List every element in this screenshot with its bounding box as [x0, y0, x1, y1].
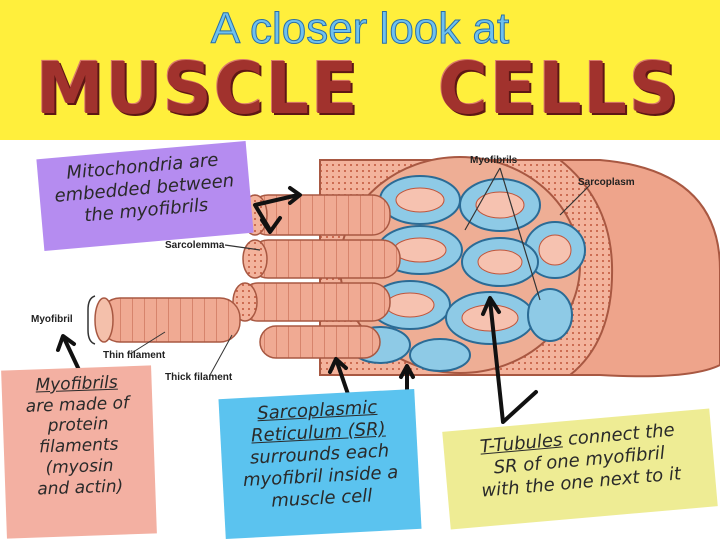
arrow-to-t-tubule — [481, 296, 538, 424]
label-myofibril: Myofibril — [31, 314, 73, 325]
slide-title: A closer look at — [210, 4, 510, 54]
myofibril-bundle — [232, 194, 401, 359]
callout-myofibrils: Myofibrils are made of protein filaments… — [1, 365, 157, 539]
arrow-to-myofibril — [56, 334, 82, 374]
label-thick-filament: Thick filament — [165, 372, 233, 383]
callout-mitochondria: Mitochondria are embedded between the my… — [36, 141, 254, 251]
muscle-fiber-illustration: Myofibrils Sarcoplasm Sarcolemma Myofibr… — [31, 155, 720, 383]
title-word-muscle: MUSCLE — [36, 48, 360, 131]
arrow-to-mitochondria — [253, 186, 302, 234]
label-sarcoplasm: Sarcoplasm — [578, 177, 635, 188]
callout-sarcoplasmic-reticulum: Sarcoplasmic Reticulum (SR) surrounds ea… — [218, 388, 422, 540]
label-thin-filament: Thin filament — [103, 350, 166, 361]
single-myofibril — [87, 295, 241, 376]
callout-myofibrils-line-6: and actin) — [36, 476, 124, 500]
arrow-to-sr-2 — [399, 364, 415, 394]
label-myofibrils: Myofibrils — [470, 155, 518, 166]
muscle-cell-diagram: Myofibrils Sarcoplasm Sarcolemma Myofibr… — [31, 155, 720, 424]
title-banner: A closer look at MUSCLE CELLS — [0, 0, 720, 140]
label-sarcolemma: Sarcolemma — [165, 240, 225, 251]
title-word-cells: CELLS — [438, 48, 680, 131]
label-leader-lines — [224, 167, 591, 301]
